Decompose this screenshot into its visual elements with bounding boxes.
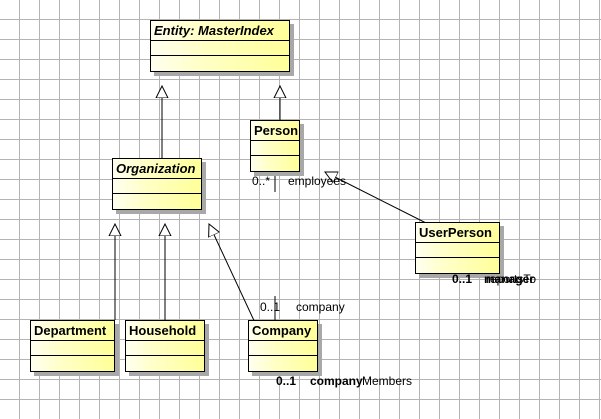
class-attributes-person	[251, 141, 299, 156]
label-company-members-role-a: company	[310, 374, 363, 388]
class-attributes-household	[126, 341, 204, 356]
class-attributes-company	[249, 341, 317, 356]
label-manager-multiplicity: 0..1	[452, 272, 473, 286]
class-operations-person	[251, 156, 299, 171]
edge-company-to-organization	[209, 224, 258, 328]
class-operations-organization	[113, 194, 201, 209]
class-name-household: Household	[126, 321, 204, 341]
label-company-members-multiplicity: 0..1	[276, 374, 297, 388]
class-operations-company	[249, 356, 317, 371]
label-reports-to-role: reportsTo	[486, 272, 537, 286]
label-employees-role: employees	[288, 174, 347, 188]
class-attributes-department	[31, 341, 114, 356]
class-name-person: Person	[251, 121, 299, 141]
class-box-household[interactable]: Household	[125, 320, 205, 372]
class-box-organization[interactable]: Organization	[112, 158, 202, 210]
label-manager-role: manager	[484, 272, 535, 286]
class-operations-userperson	[416, 258, 499, 273]
class-attributes-organization	[113, 179, 201, 194]
class-operations-household	[126, 356, 204, 371]
label-employees-multiplicity: 0..*	[252, 174, 271, 188]
class-box-person[interactable]: Person	[250, 120, 300, 172]
label-company-members-role-b: Members	[362, 374, 413, 388]
class-box-userperson[interactable]: UserPerson	[415, 222, 500, 274]
label-company-multiplicity: 0..1	[260, 300, 281, 314]
class-name-company: Company	[249, 321, 317, 341]
label-company-role: company	[296, 300, 345, 314]
class-name-organization: Organization	[113, 159, 201, 179]
class-name-department: Department	[31, 321, 114, 341]
class-name-masterindex: Entity: MasterIndex	[151, 21, 289, 41]
class-box-masterindex[interactable]: Entity: MasterIndex	[150, 20, 290, 72]
class-box-company[interactable]: Company	[248, 320, 318, 372]
class-box-department[interactable]: Department	[30, 320, 115, 372]
class-operations-masterindex	[151, 56, 289, 71]
class-attributes-userperson	[416, 243, 499, 258]
class-operations-department	[31, 356, 114, 371]
class-attributes-masterindex	[151, 41, 289, 56]
class-name-userperson: UserPerson	[416, 223, 499, 243]
